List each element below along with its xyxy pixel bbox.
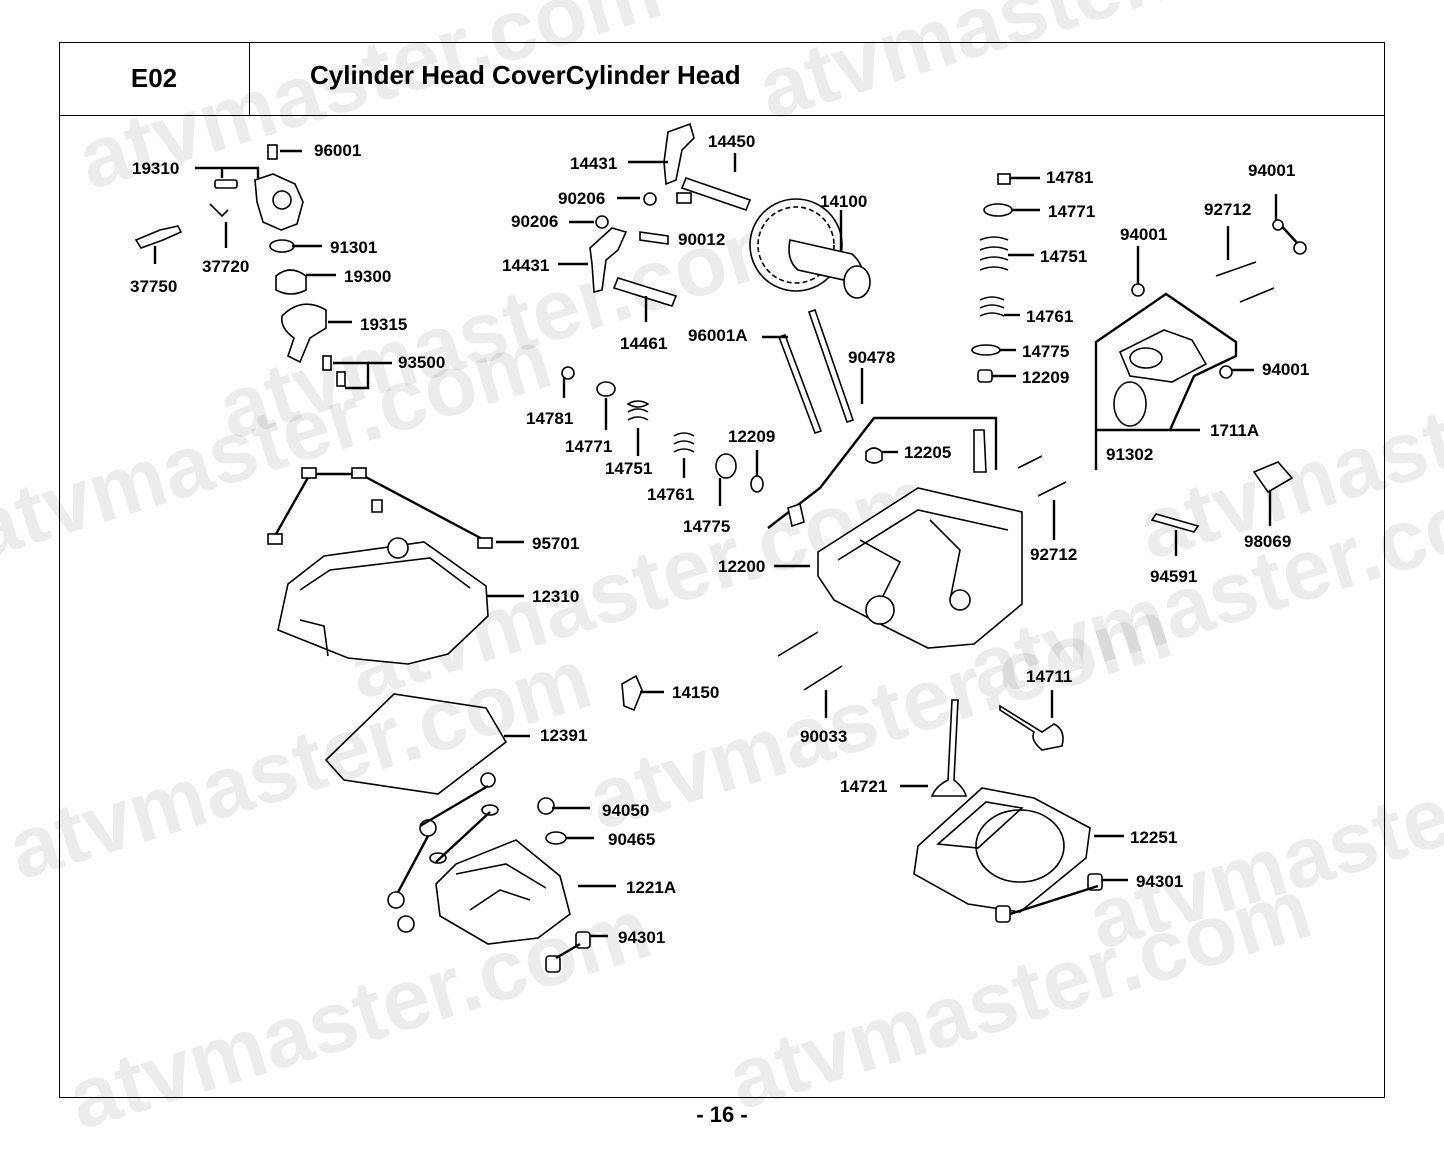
- callout-label: 96001: [314, 141, 361, 160]
- callout-label: 37720: [202, 257, 249, 276]
- callout-label: 94001: [1120, 225, 1167, 244]
- header-divider: [59, 115, 1385, 116]
- callout-label: 98069: [1244, 532, 1291, 551]
- callout-label: 92712: [1030, 545, 1077, 564]
- callout-label: 14761: [647, 485, 694, 504]
- callout-label: 19315: [360, 315, 407, 334]
- callout-label: 12209: [728, 427, 775, 446]
- valve-spring-group-right: [971, 173, 1040, 383]
- callout-label: 90478: [848, 348, 895, 367]
- callout-label: 12391: [540, 726, 587, 745]
- pushrods: [762, 308, 864, 435]
- callout-label: 14781: [1046, 168, 1093, 187]
- intake-manifold-group: [1094, 194, 1307, 556]
- valves-gasket-group: [900, 690, 1128, 923]
- callout-label: 90206: [558, 189, 605, 208]
- page-title: Cylinder Head CoverCylinder Head: [310, 60, 741, 90]
- callout-label: 1711A: [1210, 421, 1259, 440]
- callout-label: 19300: [344, 267, 391, 286]
- diagram-frame: [59, 42, 1385, 1098]
- callout-label: 94050: [602, 801, 649, 820]
- callout-label: 90206: [511, 212, 558, 231]
- callout-label: 12209: [1022, 368, 1069, 387]
- callout-label: 14771: [565, 437, 612, 456]
- cylinder-head-group: [767, 416, 1067, 718]
- callout-label: 96001A: [688, 326, 748, 345]
- callout-label: 12251: [1130, 828, 1177, 847]
- callout-label: 12200: [718, 557, 765, 576]
- callout-label: 94591: [1150, 567, 1197, 586]
- callout-label: 92712: [1204, 200, 1251, 219]
- page-number: - 16 -: [696, 1102, 748, 1127]
- callout-label: 14461: [620, 334, 667, 353]
- svg-text:atvmaster.com: atvmaster.com: [747, 0, 1351, 138]
- callout-label: 91301: [330, 238, 377, 257]
- callout-label: 14431: [502, 256, 549, 275]
- head-cover-group: [267, 467, 664, 795]
- callout-label: 14100: [820, 192, 867, 211]
- callout-label: 14150: [672, 683, 719, 702]
- callout-label: 14775: [1022, 342, 1069, 361]
- thermostat-group: [134, 144, 392, 390]
- callout-label: 90465: [608, 830, 655, 849]
- section-code: E02: [59, 42, 250, 115]
- callout-label: 14450: [708, 132, 755, 151]
- callout-label: 1221A: [626, 878, 676, 897]
- callout-label: 94301: [618, 928, 665, 947]
- callout-label: 94001: [1248, 161, 1295, 180]
- callout-labels: 96001 19310 91301 37750 37720 19300 1931…: [130, 132, 1309, 947]
- callout-label: 14711: [1026, 667, 1072, 686]
- rocker-holder-group: [387, 772, 616, 973]
- callout-label: 94001: [1262, 360, 1309, 379]
- callout-label: 14751: [1040, 247, 1087, 266]
- rocker-camshaft-group: [558, 122, 871, 322]
- callout-label: 14775: [683, 517, 730, 536]
- callout-label: 91302: [1106, 445, 1153, 464]
- callout-label: 14781: [526, 409, 573, 428]
- callout-label: 14771: [1048, 202, 1095, 221]
- callout-label: 14761: [1026, 307, 1073, 326]
- callout-label: 90012: [678, 230, 725, 249]
- callout-label: 14721: [840, 777, 887, 796]
- callout-label: 14431: [570, 154, 617, 173]
- callout-label: 93500: [398, 353, 445, 372]
- callout-label: 14751: [605, 459, 652, 478]
- valve-spring-group-left: [561, 366, 764, 506]
- callout-label: 90033: [800, 727, 847, 746]
- callout-label: 12205: [904, 443, 951, 462]
- callout-label: 94301: [1136, 872, 1183, 891]
- callout-label: 19310: [132, 159, 179, 178]
- callout-label: 12310: [532, 587, 579, 606]
- callout-label: 37750: [130, 277, 177, 296]
- callout-label: 95701: [532, 534, 579, 553]
